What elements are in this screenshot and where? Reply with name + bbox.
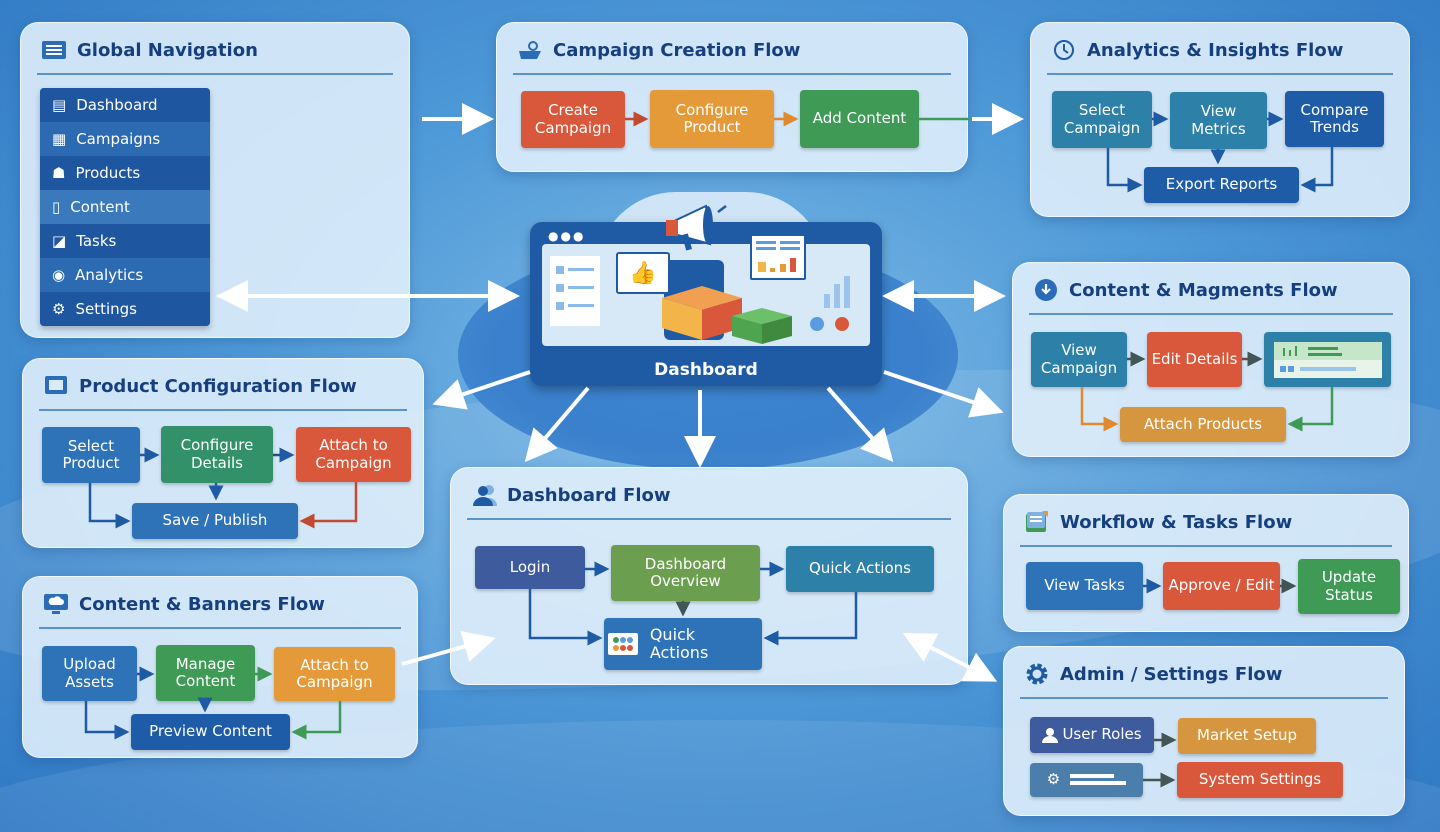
step-quick-actions[interactable]: Quick Actions (786, 546, 934, 592)
divider (1047, 73, 1393, 75)
divider (513, 73, 951, 75)
quick-actions-button[interactable]: Quick Actions (604, 618, 762, 670)
gear-icon (1024, 663, 1050, 685)
users-icon (471, 484, 497, 506)
window-icon (41, 39, 67, 61)
panel-title: Product Configuration Flow (79, 375, 357, 397)
step-manage-content[interactable]: Manage Content (156, 645, 255, 701)
divider (39, 409, 407, 411)
step-settings-toggle[interactable]: ⚙ (1030, 763, 1143, 797)
user-icon (1042, 728, 1059, 743)
step-select-product[interactable]: Select Product (42, 427, 140, 483)
sidebar-item-settings[interactable]: ⚙Settings (40, 292, 210, 326)
step-attach-to-campaign[interactable]: Attach to Campaign (296, 427, 411, 482)
step-login[interactable]: Login (475, 546, 585, 589)
divider (467, 518, 951, 520)
sidebar-item-products[interactable]: ☗Products (40, 156, 210, 190)
download-icon (1033, 279, 1059, 301)
step-select-campaign[interactable]: Select Campaign (1052, 91, 1152, 148)
panel-title: Content & Magments Flow (1069, 279, 1338, 301)
users-icon: ☗ (52, 164, 66, 182)
document-icon: ▯ (52, 198, 61, 216)
step-configure-details[interactable]: Configure Details (161, 426, 273, 483)
step-configure-product[interactable]: Configure Product (650, 90, 774, 148)
step-view-tasks[interactable]: View Tasks (1026, 562, 1143, 610)
step-edit-details[interactable]: Edit Details (1147, 332, 1242, 387)
panel-title: Campaign Creation Flow (553, 39, 801, 61)
dashboard-illustration[interactable]: ●●● Dashboard (530, 222, 882, 386)
step-compare-trends[interactable]: Compare Trends (1285, 91, 1384, 147)
lines-icon (1070, 774, 1127, 785)
panel-title: Global Navigation (77, 39, 258, 61)
step-dashboard-overview[interactable]: Dashboard Overview (611, 545, 760, 601)
divider (1020, 545, 1392, 547)
step-view-campaign[interactable]: View Campaign (1031, 332, 1127, 387)
step-add-content[interactable]: Add Content (800, 90, 919, 148)
grid-icon (608, 633, 638, 655)
step-attach-products[interactable]: Attach Products (1120, 407, 1286, 442)
dashboard-label: Dashboard (654, 360, 758, 380)
step-save-publish[interactable]: Save / Publish (132, 503, 298, 539)
step-system-settings[interactable]: System Settings (1177, 762, 1343, 798)
sidebar-item-analytics[interactable]: ◉Analytics (40, 258, 210, 292)
panel-title: Dashboard Flow (507, 484, 671, 506)
chart-card-icon (750, 234, 806, 280)
step-create-campaign[interactable]: Create Campaign (521, 91, 625, 148)
step-approve-edit[interactable]: Approve / Edit (1163, 562, 1280, 610)
step-preview-content[interactable]: Preview Content (131, 714, 290, 750)
sidebar-item-dashboard[interactable]: ▤Dashboard (40, 88, 210, 122)
sidebar-item-tasks[interactable]: ◪Tasks (40, 224, 210, 258)
monitor-icon (43, 375, 69, 397)
chart-icon: ◪ (52, 232, 67, 250)
sidebar-nav: ▤Dashboard ▦Campaigns ☗Products ▯Content… (40, 88, 210, 326)
step-market-setup[interactable]: Market Setup (1178, 718, 1316, 754)
window-dots-icon: ●●● (548, 229, 586, 243)
divider (39, 627, 401, 629)
step-export-reports[interactable]: Export Reports (1144, 167, 1299, 203)
task-list-icon (1024, 511, 1050, 533)
panel-title: Admin / Settings Flow (1060, 663, 1283, 685)
step-user-roles[interactable]: User Roles (1030, 717, 1154, 753)
campaign-icon (517, 39, 543, 61)
step-update-status[interactable]: Update Status (1298, 559, 1400, 614)
divider (37, 73, 393, 75)
clock-icon (1051, 39, 1077, 61)
step-view-metrics[interactable]: View Metrics (1170, 92, 1267, 149)
sidebar-item-campaigns[interactable]: ▦Campaigns (40, 122, 210, 156)
analytics-icon: ◉ (52, 266, 66, 284)
panel-title: Content & Banners Flow (79, 593, 325, 615)
panel-title: Analytics & Insights Flow (1087, 39, 1344, 61)
campaign-icon: ▦ (52, 130, 67, 148)
megaphone-icon (662, 200, 738, 260)
thumbs-up-icon: 👍 (616, 252, 670, 294)
dashboard-screen (542, 244, 870, 346)
cloud-monitor-icon (43, 593, 69, 615)
divider (1020, 697, 1388, 699)
gear-icon: ⚙ (52, 300, 66, 318)
divider (1029, 313, 1393, 315)
step-attach-to-campaign[interactable]: Attach to Campaign (274, 647, 395, 701)
step-upload-assets[interactable]: Upload Assets (42, 646, 137, 701)
gear-icon: ⚙ (1046, 770, 1061, 789)
step-segment-preview[interactable] (1264, 332, 1391, 387)
dashboard-icon: ▤ (52, 96, 67, 114)
panel-title: Workflow & Tasks Flow (1060, 511, 1293, 533)
sidebar-item-content[interactable]: ▯Content (40, 190, 210, 224)
segment-preview-icon (1273, 341, 1382, 378)
